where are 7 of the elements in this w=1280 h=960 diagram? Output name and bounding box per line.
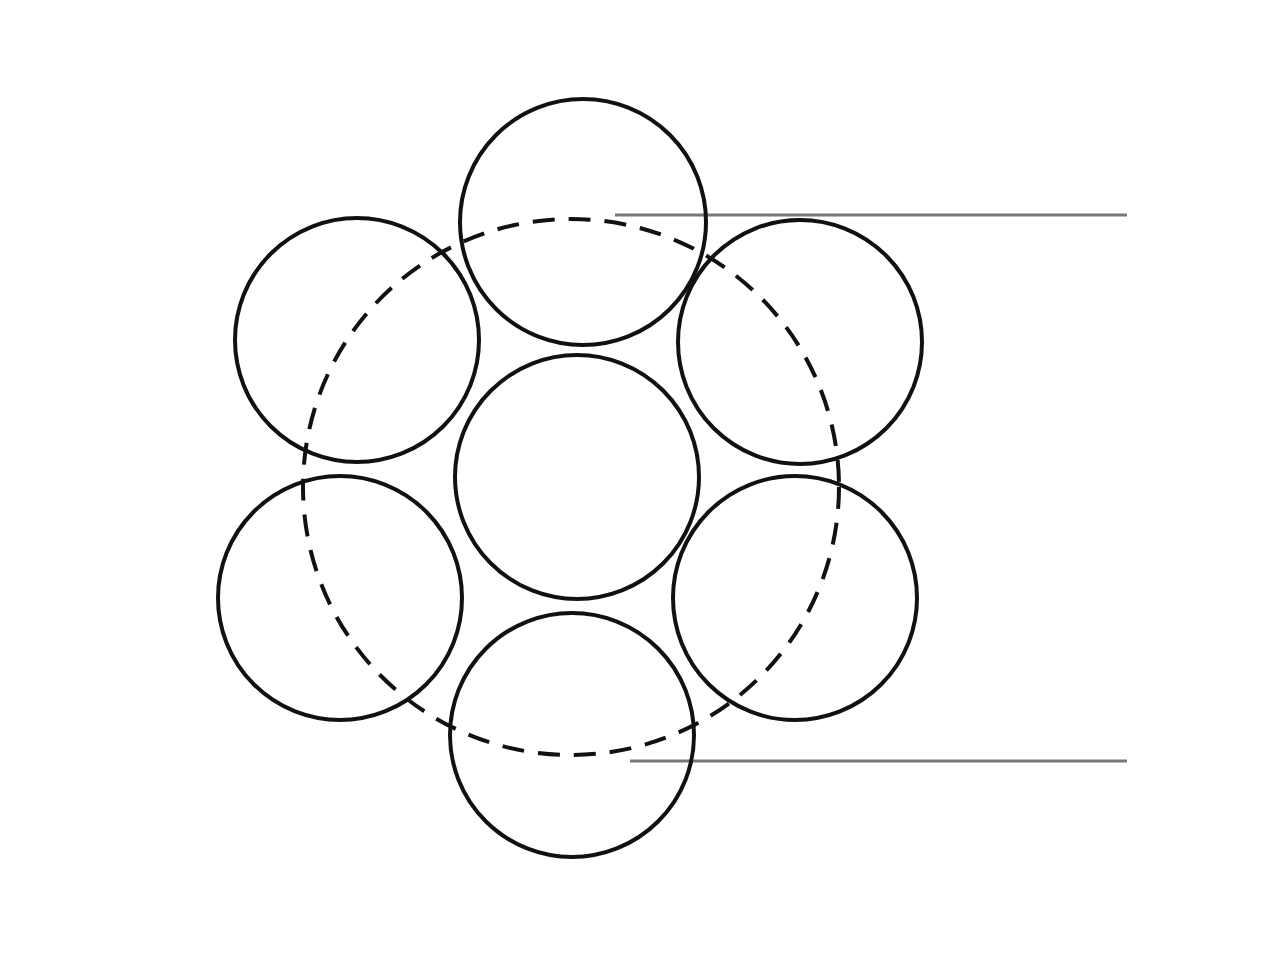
wire-circle [676,218,924,466]
wire-circle [671,474,919,722]
wire-circle [453,353,701,601]
wire-circle [216,474,464,722]
wire-circle [448,611,696,859]
wire-circle [233,216,481,464]
wire-circle [458,97,708,347]
